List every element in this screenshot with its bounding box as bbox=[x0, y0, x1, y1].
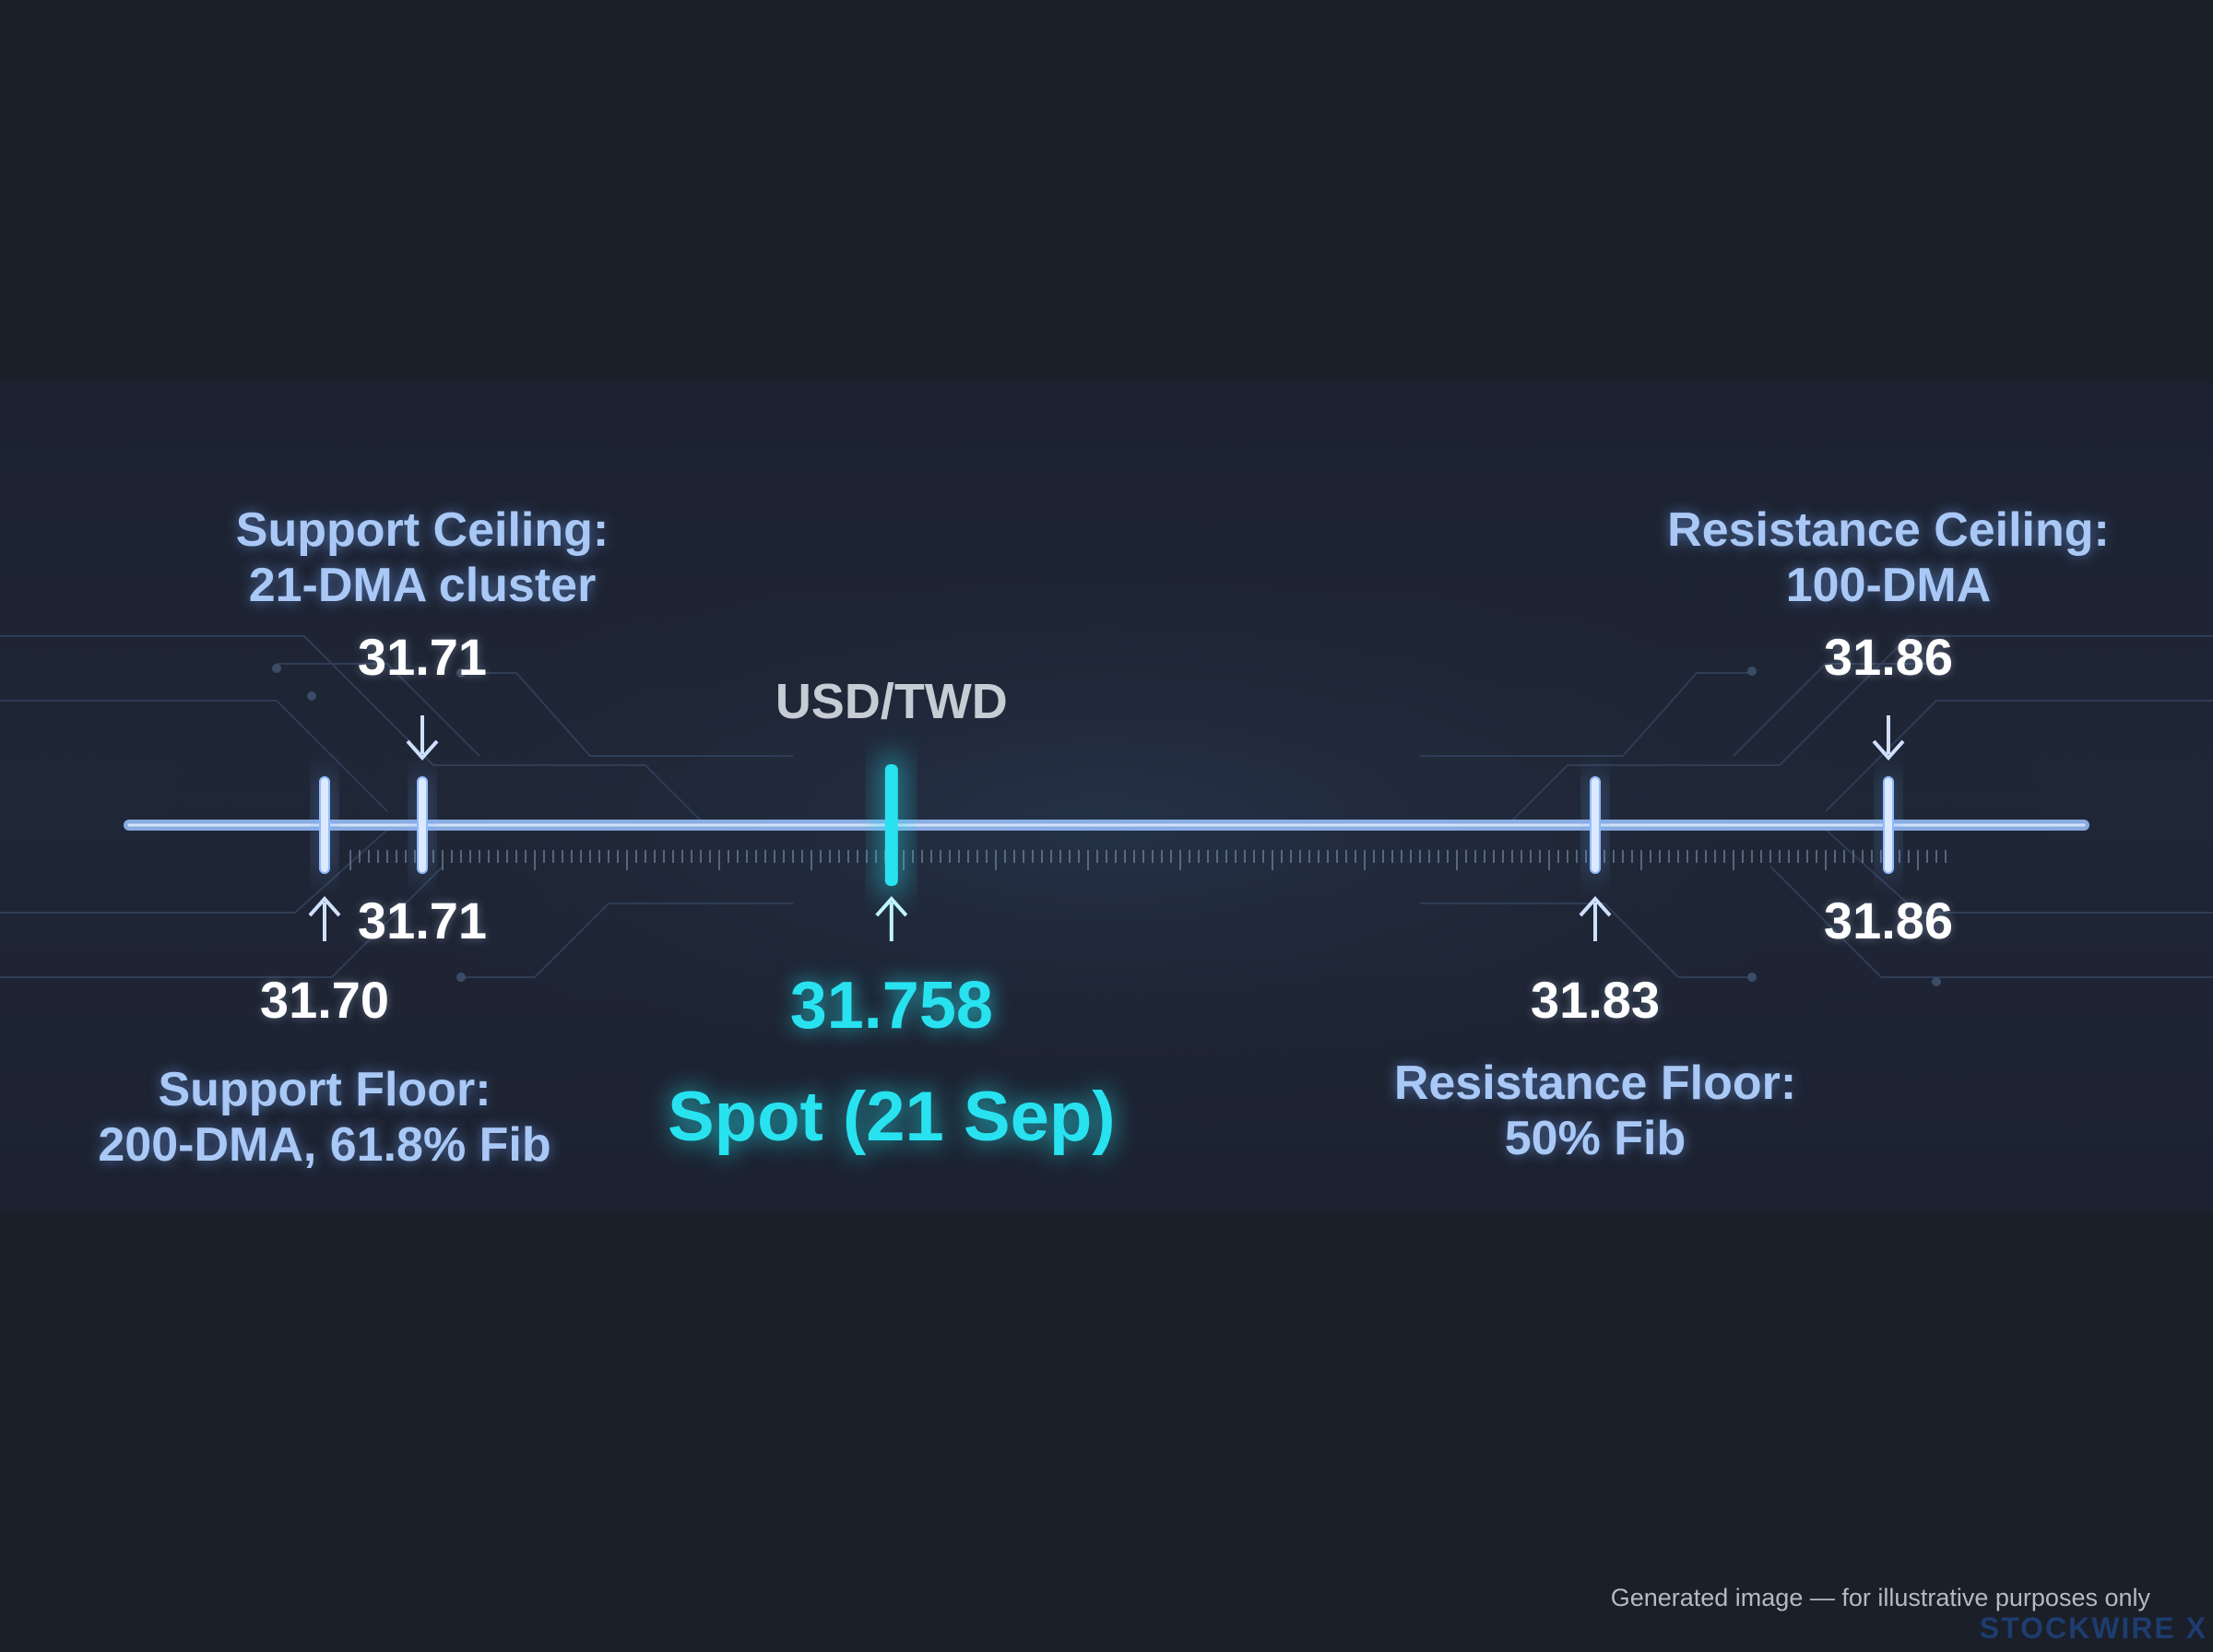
circuit-trace bbox=[461, 903, 793, 978]
resistance_ceiling-name-line1: Resistance Ceiling: bbox=[1667, 503, 2110, 557]
spot-arrow bbox=[875, 895, 908, 941]
support_ceiling-value-label: 31.71 bbox=[357, 628, 488, 686]
arrow-head bbox=[1579, 895, 1612, 917]
spot-value-label: 31.758 bbox=[789, 969, 993, 1043]
circuit-trace bbox=[0, 635, 702, 821]
support_floor-name-line2: 200-DMA, 61.8% Fib bbox=[98, 1118, 551, 1172]
circuit-trace bbox=[1769, 866, 2213, 978]
level-markers bbox=[308, 715, 1905, 941]
resistance_ceiling-marker bbox=[1883, 776, 1894, 874]
spot-name-label: Spot (21 Sep) bbox=[667, 1078, 1116, 1156]
circuit-trace bbox=[1420, 672, 1752, 757]
resistance_floor-value-label: 31.83 bbox=[1530, 971, 1661, 1029]
resistance_floor-name-line1: Resistance Floor: bbox=[1393, 1056, 1797, 1110]
circuit-trace bbox=[277, 663, 480, 757]
circuit-trace bbox=[1733, 663, 1936, 757]
spot-marker bbox=[884, 764, 898, 886]
support_ceiling-arrow bbox=[406, 715, 439, 761]
resistance_ceiling-arrow bbox=[1872, 715, 1905, 761]
circuit-node bbox=[456, 973, 466, 982]
circuit-node bbox=[272, 664, 281, 673]
circuit-node bbox=[1747, 667, 1757, 676]
circuit-trace bbox=[1511, 635, 2213, 821]
circuit-trace bbox=[1420, 903, 1752, 978]
circuit-node bbox=[307, 691, 316, 701]
support_ceiling-name-line1: Support Ceiling: bbox=[235, 503, 609, 557]
support_floor-value-label: 31.70 bbox=[259, 971, 390, 1029]
support_ceiling-name-line2: 21-DMA cluster bbox=[248, 559, 597, 612]
circuit-node bbox=[1747, 973, 1757, 982]
circuit-trace bbox=[0, 700, 388, 812]
resistance_ceiling-name-line2: 100-DMA bbox=[1785, 559, 1992, 612]
resistance_ceiling-value-label: 31.86 bbox=[1823, 628, 1954, 686]
disclaimer-text: Generated image — for illustrative purpo… bbox=[1610, 1584, 2150, 1611]
support_ceiling-marker bbox=[417, 776, 428, 874]
arrow-head bbox=[406, 739, 439, 761]
circuit-node bbox=[456, 668, 466, 678]
circuit-trace bbox=[0, 866, 444, 978]
circuit-node bbox=[1932, 977, 1941, 986]
arrow-head bbox=[1872, 739, 1905, 761]
circuit-decoration bbox=[0, 625, 2213, 1025]
brand-watermark: STOCKWIRE X bbox=[1979, 1611, 2207, 1645]
arrow-head bbox=[875, 895, 908, 917]
circuit-trace bbox=[461, 672, 793, 757]
price-track bbox=[117, 777, 2096, 876]
arrow-head bbox=[308, 895, 341, 917]
resistance_floor-name-line2: 50% Fib bbox=[1504, 1112, 1686, 1165]
bottom-value-label: 31.86 bbox=[1823, 891, 1954, 950]
bottom-value-label: 31.71 bbox=[357, 891, 488, 950]
minor-ticks bbox=[349, 850, 1947, 870]
support_floor-marker bbox=[319, 776, 330, 874]
chart-title: USD/TWD bbox=[775, 674, 1008, 729]
resistance_floor-marker bbox=[1590, 776, 1601, 874]
resistance_floor-arrow bbox=[1579, 895, 1612, 941]
circuit-trace bbox=[1825, 700, 2213, 812]
support_floor-arrow bbox=[308, 895, 341, 941]
support_floor-name-line1: Support Floor: bbox=[158, 1063, 491, 1116]
